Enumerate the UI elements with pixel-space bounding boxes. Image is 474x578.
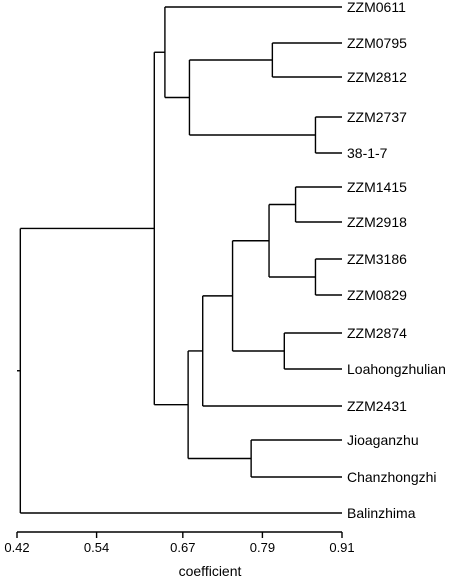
axis-tick-label: 0.42	[4, 540, 29, 555]
leaf-label: ZZM2812	[347, 69, 407, 85]
dendrogram-branches	[17, 6, 342, 514]
axis-tick-label: 0.67	[170, 540, 195, 555]
axis-tick-label: 0.91	[329, 540, 354, 555]
leaf-label: 38-1-7	[347, 145, 388, 161]
coefficient-axis: 0.42 0.54 0.67 0.79 0.91	[4, 531, 355, 555]
leaf-label: ZZM0829	[347, 287, 407, 303]
leaf-label: ZZM1415	[347, 179, 407, 195]
leaf-label: ZZM0795	[347, 35, 407, 51]
axis-tick-label: 0.79	[250, 540, 275, 555]
leaf-label: ZZM2737	[347, 109, 407, 125]
leaf-label: Loahongzhulian	[347, 361, 446, 377]
leaf-label: ZZM2874	[347, 325, 407, 341]
leaf-label: Chanzhongzhi	[347, 469, 437, 485]
leaf-label: ZZM2918	[347, 214, 407, 230]
leaf-label: ZZM0611	[347, 0, 406, 15]
leaf-label: Jioaganzhu	[347, 432, 419, 448]
leaf-label: ZZM3186	[347, 251, 407, 267]
axis-title: coefficient	[179, 563, 242, 578]
leaf-label: Balinzhima	[347, 505, 416, 521]
leaf-label: ZZM2431	[347, 398, 407, 414]
axis-tick-label: 0.54	[84, 540, 109, 555]
